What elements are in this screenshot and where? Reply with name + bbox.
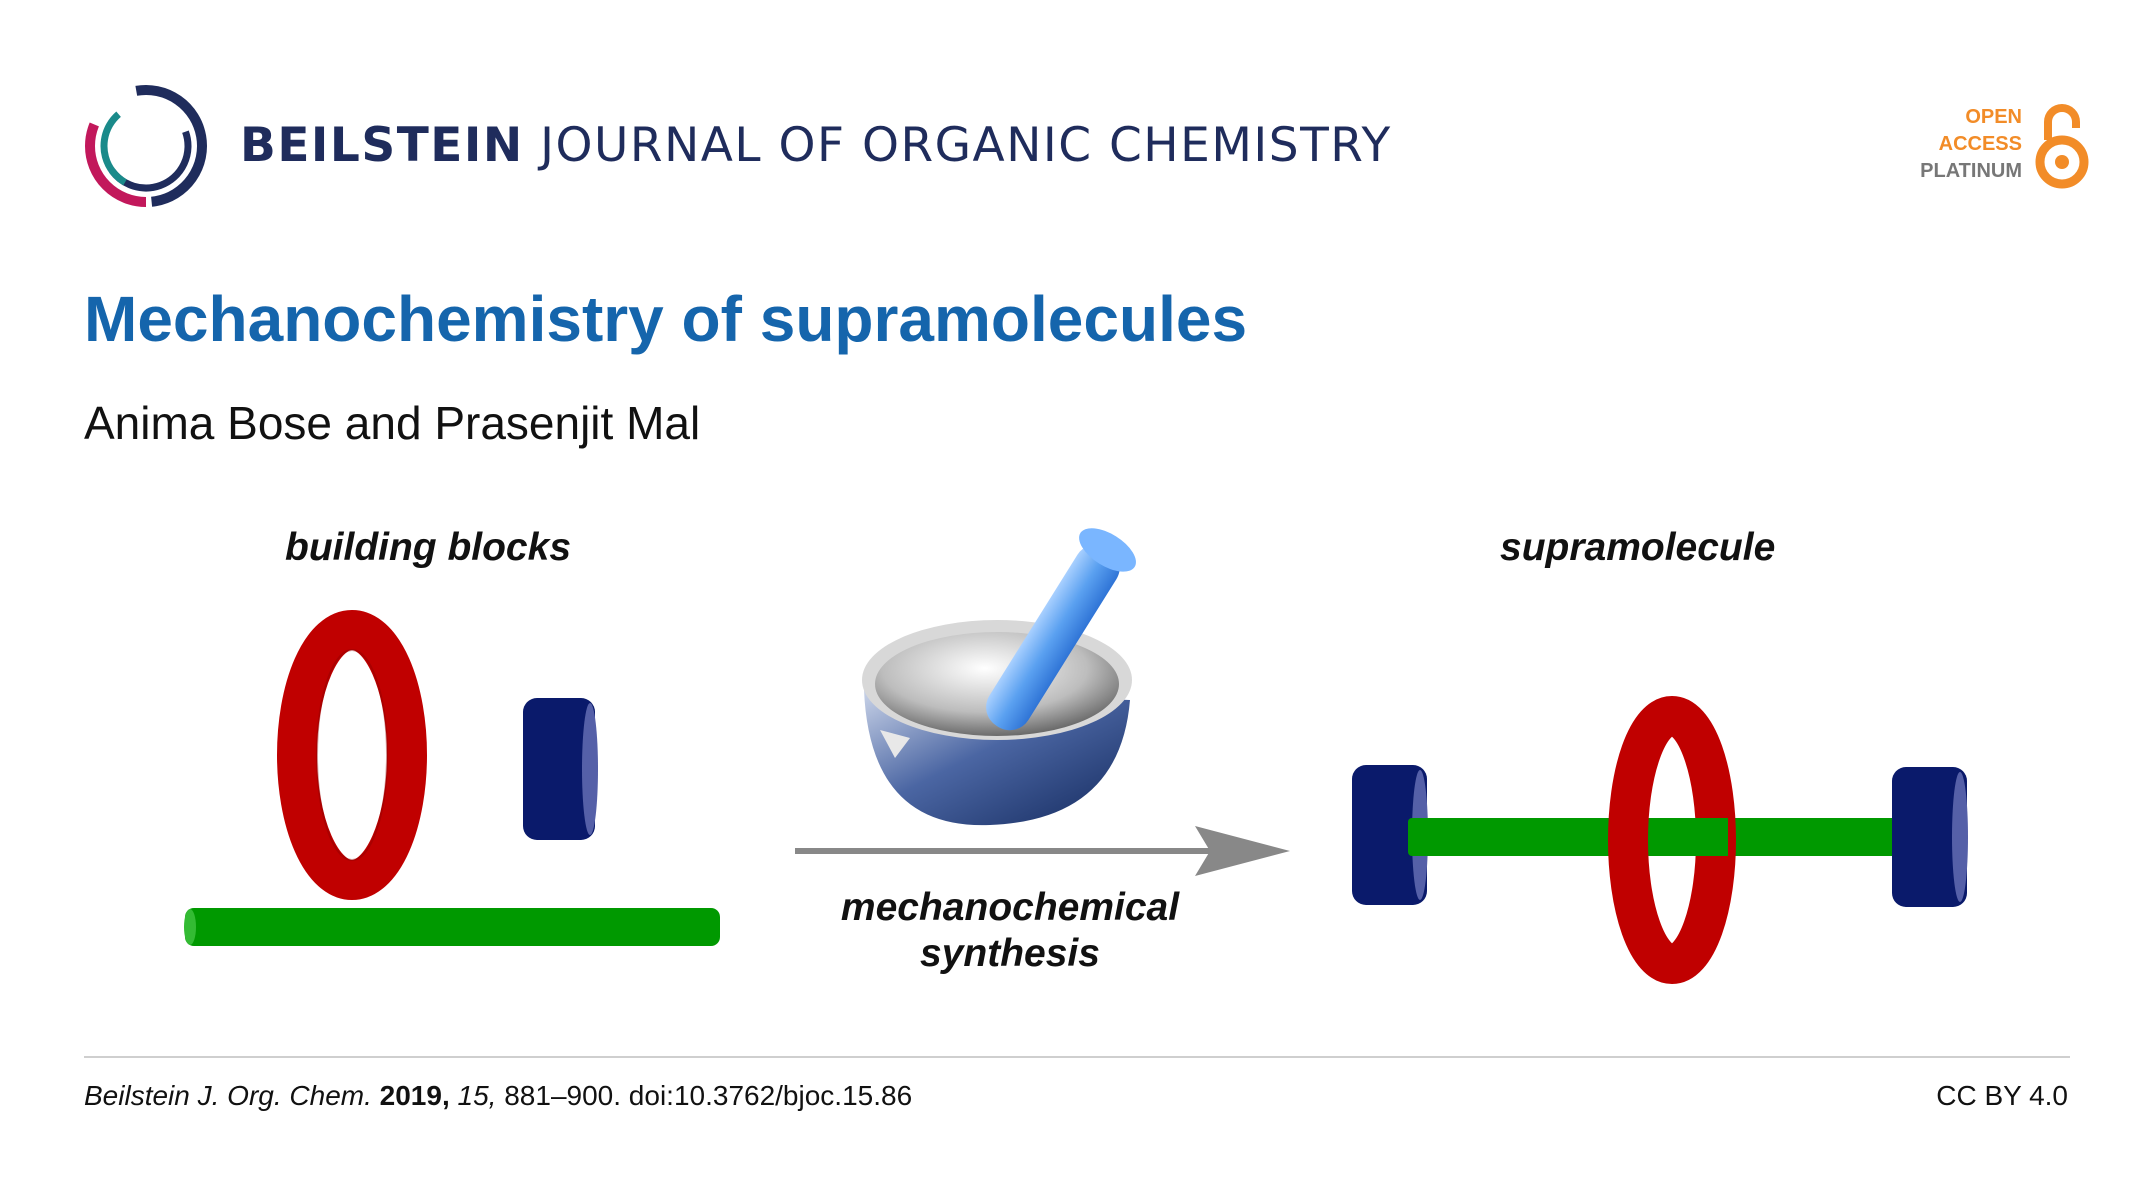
rotaxane-product bbox=[1352, 696, 1968, 984]
reaction-arrow bbox=[795, 826, 1290, 876]
oa-open-text: OPEN bbox=[1965, 106, 2022, 128]
label-mechanochemical: mechanochemical bbox=[840, 886, 1180, 929]
footer-divider bbox=[84, 1056, 2070, 1058]
citation-year: 2019, bbox=[379, 1080, 450, 1111]
journal-logo-icon bbox=[85, 85, 207, 207]
citation-journal: Beilstein J. Org. Chem. bbox=[84, 1080, 372, 1111]
figure-artwork bbox=[184, 528, 1968, 984]
green-axle-left bbox=[184, 908, 720, 946]
article-title: Mechanochemistry of supramolecules bbox=[84, 283, 1248, 355]
graphical-abstract: building blocks supramolecule mechanoche… bbox=[0, 500, 2150, 1020]
article-authors: Anima Bose and Prasenjit Mal bbox=[84, 397, 701, 449]
citation: Beilstein J. Org. Chem. 2019, 15, 881–90… bbox=[84, 1080, 912, 1112]
label-synthesis: synthesis bbox=[920, 932, 1100, 975]
mortar-pestle-icon bbox=[862, 528, 1136, 826]
open-access-badge: OPEN ACCESS PLATINUM bbox=[1870, 104, 2090, 194]
blue-stopper-left bbox=[523, 698, 598, 840]
oa-platinum-text: PLATINUM bbox=[1920, 160, 2022, 182]
citation-volume: 15, bbox=[457, 1080, 497, 1111]
journal-title-bold: BEILSTEIN bbox=[240, 118, 524, 173]
label-supramolecule: supramolecule bbox=[1500, 526, 1776, 569]
journal-title: BEILSTEIN JOURNAL OF ORGANIC CHEMISTRY bbox=[240, 118, 1392, 173]
license-text[interactable]: CC BY 4.0 bbox=[1936, 1080, 2068, 1111]
label-building-blocks: building blocks bbox=[285, 526, 572, 569]
journal-title-rest: JOURNAL OF ORGANIC CHEMISTRY bbox=[540, 118, 1392, 173]
open-lock-icon bbox=[2035, 104, 2089, 189]
red-ring-left bbox=[277, 610, 427, 900]
citation-pages-doi[interactable]: 881–900. doi:10.3762/bjoc.15.86 bbox=[504, 1080, 913, 1111]
oa-access-text: ACCESS bbox=[1938, 133, 2022, 155]
